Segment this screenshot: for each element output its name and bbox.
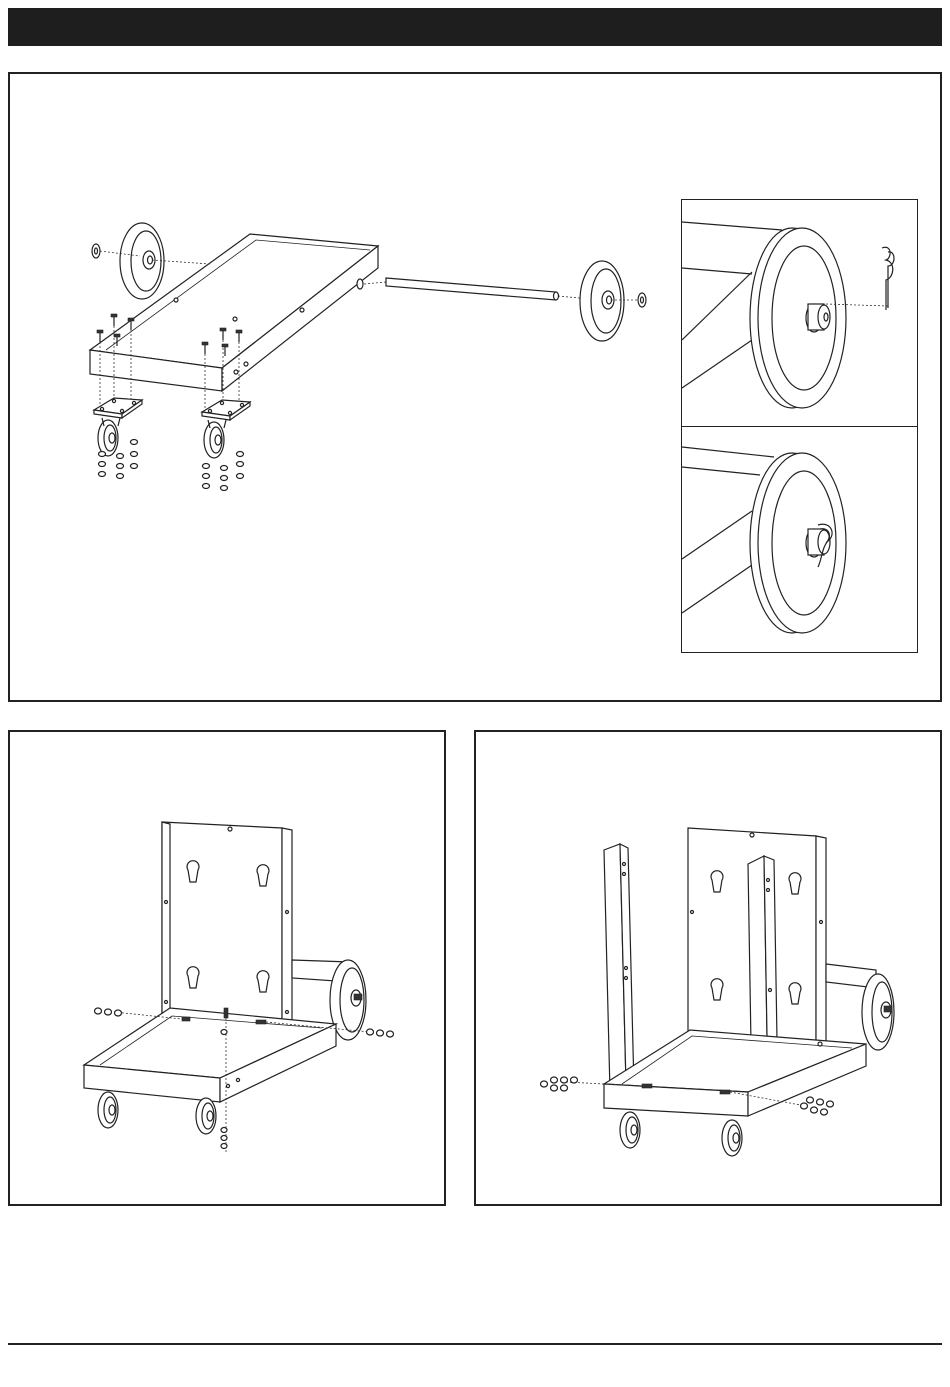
side-rail-left	[604, 844, 634, 1092]
caster-left	[94, 398, 142, 456]
casters	[620, 1112, 742, 1156]
detail-inset-pin-secured	[681, 426, 918, 653]
step-3-illustration	[476, 732, 940, 1204]
caster-right	[202, 400, 250, 458]
step-3-panel	[474, 730, 942, 1206]
step-1-panel	[8, 72, 942, 702]
step-2-panel	[8, 730, 446, 1206]
rear-wheel-right	[580, 261, 646, 341]
footer-rule	[8, 1343, 942, 1345]
base-tray	[84, 1008, 336, 1102]
step-2-illustration	[10, 732, 444, 1204]
header-bar	[8, 8, 942, 46]
axle-and-wheel	[826, 964, 894, 1050]
axle-rod	[357, 278, 600, 300]
detail-inset-pin-insertion	[681, 199, 918, 427]
